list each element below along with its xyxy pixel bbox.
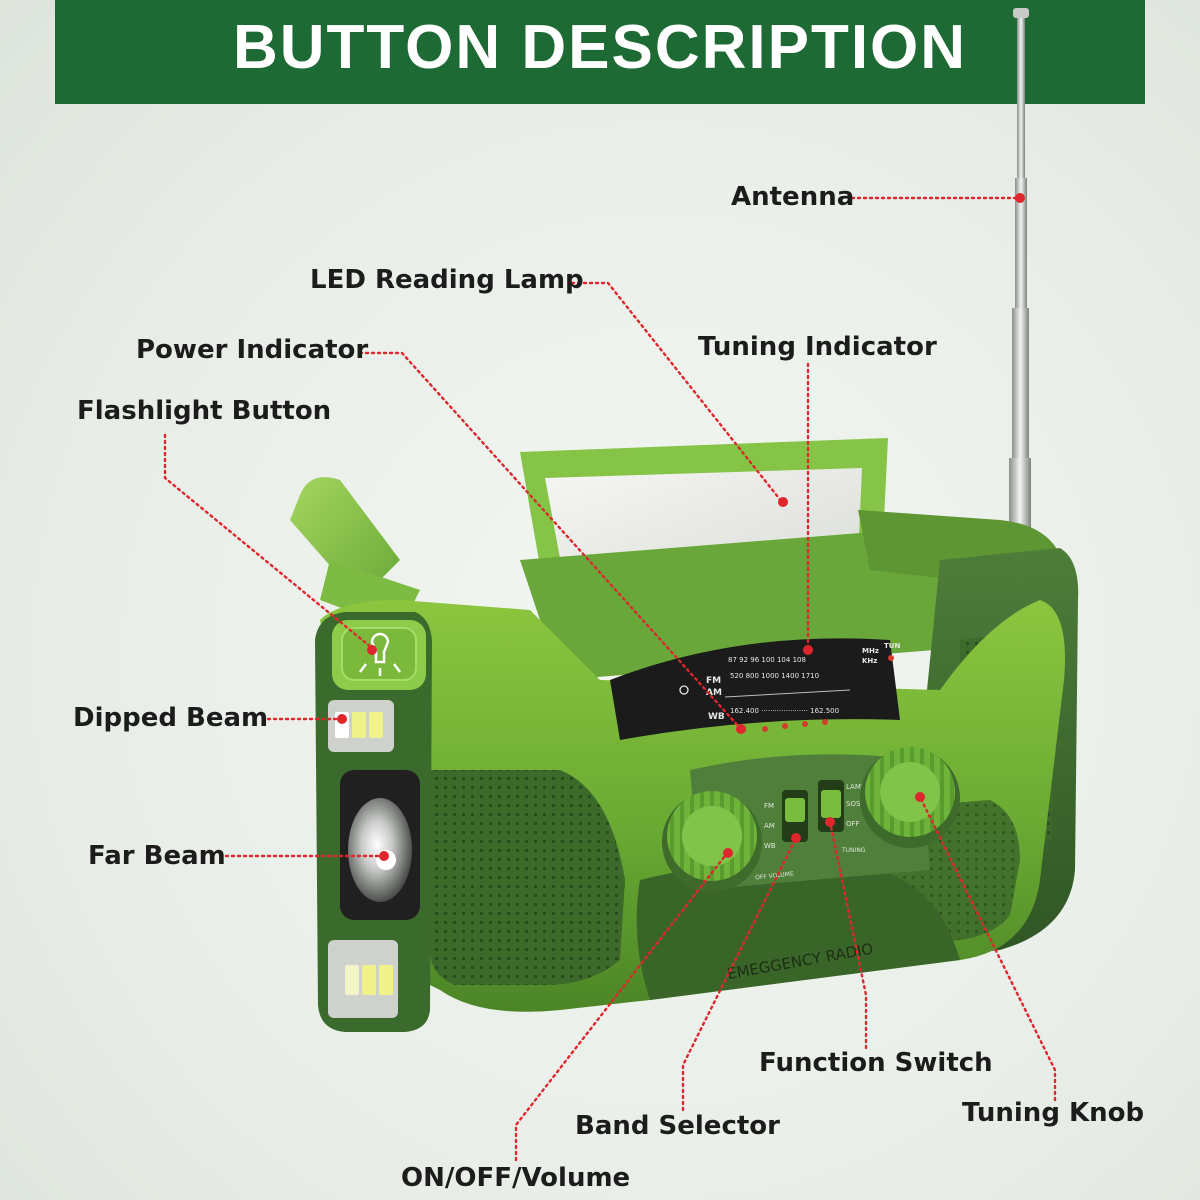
flashlight-button[interactable] [332, 620, 426, 690]
label-tuning-indicator: Tuning Indicator [698, 332, 937, 362]
svg-text:SOS: SOS [846, 800, 861, 808]
lower-leds [345, 965, 393, 995]
label-function-switch: Function Switch [759, 1048, 993, 1078]
svg-text:FM: FM [764, 802, 774, 810]
label-antenna: Antenna [731, 182, 855, 212]
label-tuning-knob: Tuning Knob [962, 1098, 1145, 1128]
svg-text:162.400 ·····················: 162.400 ····················· 162.500 [730, 707, 839, 715]
label-band-selector: Band Selector [575, 1111, 780, 1141]
tuning-dial-display: FM AM WB 87 92 96 100 104 108 520 800 10… [610, 638, 900, 740]
label-far-beam: Far Beam [88, 841, 226, 871]
label-power-indicator: Power Indicator [136, 335, 369, 365]
svg-text:MHz: MHz [862, 647, 879, 655]
banner-title: BUTTON DESCRIPTION [232, 13, 968, 82]
svg-text:OFF: OFF [846, 820, 860, 828]
svg-text:WB: WB [764, 842, 776, 850]
band-selector-switch[interactable]: FM AM WB [764, 790, 808, 850]
svg-text:WB: WB [708, 712, 725, 722]
svg-text:TUNING: TUNING [841, 847, 866, 854]
function-switch[interactable]: LAMP SOS OFF [818, 780, 865, 832]
dipped-beam-leds [335, 712, 383, 738]
svg-text:87 92 96 100 104 108: 87 92 96 100 104 108 [728, 656, 806, 664]
title-banner: BUTTON DESCRIPTION [55, 0, 1145, 104]
antenna-rod [1009, 8, 1031, 548]
svg-text:KHz: KHz [862, 657, 877, 665]
left-speaker-grille [420, 770, 625, 985]
callout-dots [337, 193, 1025, 861]
label-on-off-volume: ON/OFF/Volume [401, 1163, 631, 1193]
svg-text:FM: FM [706, 676, 721, 686]
label-dipped-beam: Dipped Beam [73, 703, 269, 733]
flashlight-icon [359, 632, 401, 676]
svg-text:OFF VOLUME: OFF VOLUME [755, 871, 794, 882]
svg-text:LAMP: LAMP [846, 783, 865, 791]
label-led-reading-lamp: LED Reading Lamp [310, 265, 584, 295]
svg-text:AM: AM [764, 822, 775, 830]
svg-text:TUN: TUN [884, 642, 900, 650]
callout-leaders [163, 196, 1057, 1162]
label-flashlight-button: Flashlight Button [77, 396, 332, 426]
svg-text:520 800 1000 1400 1710: 520 800 1000 1400 1710 [730, 672, 819, 680]
svg-text:AM: AM [706, 688, 722, 698]
far-beam-lens [340, 770, 420, 920]
